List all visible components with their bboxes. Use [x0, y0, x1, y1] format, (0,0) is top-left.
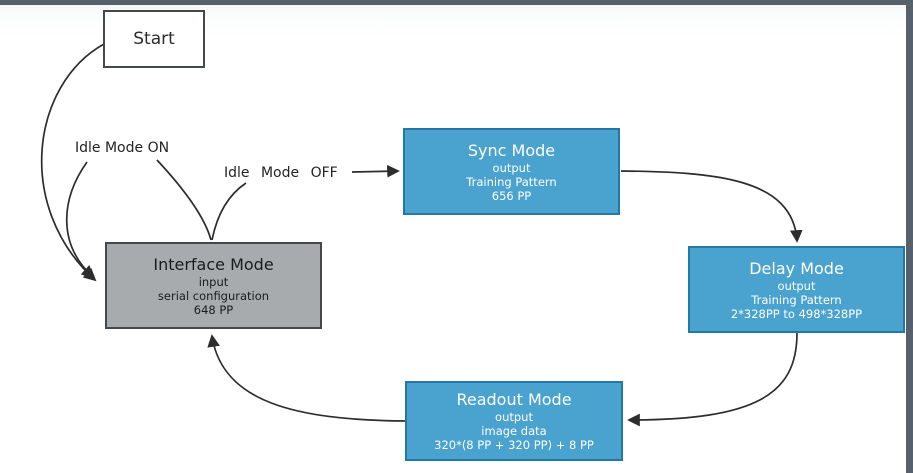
arrow-idle-on-loop-left: [65, 161, 95, 279]
arrow-idle-on-loop-right: [156, 159, 212, 241]
right-border: [906, 0, 913, 473]
node-start-label: Start: [133, 29, 175, 49]
node-interface-mode-line: serial configuration: [157, 288, 270, 303]
top-border: [0, 0, 913, 5]
node-delay-mode: Delay Mode output Training Pattern 2*328…: [688, 246, 905, 333]
arrow-delay-to-readout: [627, 332, 798, 427]
node-sync-mode-title: Sync Mode: [467, 140, 556, 160]
arrow-readout-to-interface: [207, 334, 406, 422]
node-delay-mode-line: output: [777, 278, 816, 293]
node-sync-mode: Sync Mode output Training Pattern 656 PP: [403, 128, 620, 215]
node-sync-mode-line: output: [492, 160, 531, 175]
node-readout-mode: Readout Mode output image data 320*(8 PP…: [405, 381, 623, 461]
node-sync-mode-line: 656 PP: [491, 188, 532, 203]
arrow-start-to-interface: [40, 43, 105, 282]
node-readout-mode-title: Readout Mode: [456, 390, 572, 409]
edge-label-idle-mode-off: Idle Mode OFF: [224, 165, 338, 181]
node-readout-mode-line: image data: [481, 424, 547, 438]
node-interface-mode: Interface Mode input serial configuratio…: [105, 242, 322, 329]
node-readout-mode-line: 320*(8 PP + 320 PP) + 8 PP: [434, 438, 594, 452]
node-interface-mode-title: Interface Mode: [153, 254, 274, 274]
edge-label-idle-mode-on: Idle Mode ON: [75, 140, 170, 156]
arrow-sync-to-delay: [620, 170, 803, 243]
node-interface-mode-line: 648 PP: [193, 302, 234, 317]
node-delay-mode-line: 2*328PP to 498*328PP: [730, 306, 863, 321]
node-readout-mode-line: output: [495, 410, 533, 424]
arrow-idle-off-curve: [211, 182, 247, 241]
node-delay-mode-title: Delay Mode: [749, 258, 844, 278]
node-interface-mode-line: input: [198, 274, 229, 289]
node-start: Start: [103, 10, 205, 68]
arrow-idle-off-to-sync: [351, 164, 400, 178]
node-sync-mode-line: Training Pattern: [466, 174, 557, 189]
node-delay-mode-line: Training Pattern: [751, 292, 842, 307]
